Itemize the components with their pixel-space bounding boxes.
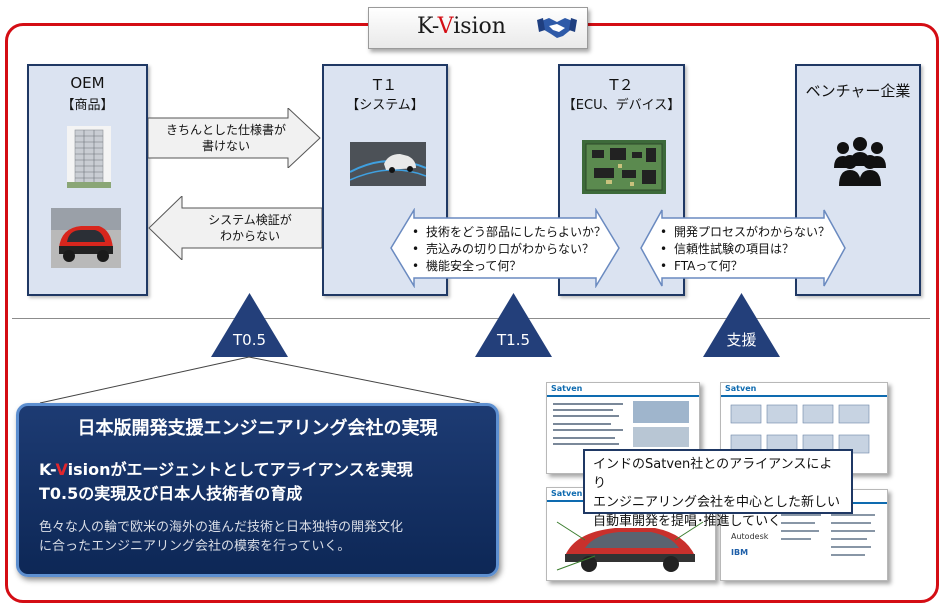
handshake-icon (537, 18, 577, 38)
t15-label: T1.5 (496, 331, 531, 349)
t2-subtitle: 【ECU、デバイス】 (562, 98, 681, 113)
t1-title: T１ (372, 76, 398, 94)
t1-t2-issue-list: 技術をどう部品にしたらよいか？ 売込みの切り口がわからない？ 機能安全って何？ (408, 224, 606, 275)
arrow-oem-to-t1: きちんとした仕様書が 書けない (148, 108, 322, 168)
t1-subtitle: 【システム】 (346, 98, 424, 113)
small-car-photo (51, 208, 121, 268)
t2-venture-issue: 信頼性試験の項目は？ (656, 241, 830, 258)
k-vision-logo: K-Vision (368, 7, 588, 49)
double-arrow-t1-t2: 技術をどう部品にしたらよいか？ 売込みの切り口がわからない？ 機能安全って何？ (390, 208, 620, 288)
panel-line-1: K-Visionがエージェントとしてアライアンスを実現 (39, 460, 413, 479)
oem-column: OEM 【商品】 (27, 64, 148, 296)
verify-label-2: わからない (219, 229, 280, 243)
arrow-t1-to-oem: システム検証が わからない (148, 196, 322, 260)
t05-label: T0.5 (232, 331, 267, 349)
t1-t2-issue: 売込みの切り口がわからない？ (408, 241, 606, 258)
office-building-photo (67, 126, 111, 188)
triangle-t15: T1.5 (475, 293, 552, 357)
t2-venture-issue-list: 開発プロセスがわからない？ 信頼性試験の項目は？ FTAって何？ (656, 224, 830, 275)
t1-t2-issue: 機能安全って何？ (408, 258, 606, 275)
support-label: 支援 (726, 331, 757, 349)
t1-t2-issue: 技術をどう部品にしたらよいか？ (408, 224, 606, 241)
oem-subtitle: 【商品】 (61, 98, 114, 113)
triangle-support: 支援 (703, 293, 780, 357)
venture-column: ベンチャー企業 (795, 64, 921, 296)
double-arrow-t2-venture: 開発プロセスがわからない？ 信頼性試験の項目は？ FTAって何？ (640, 208, 846, 288)
people-group-icon (834, 137, 886, 186)
panel-title: 日本版開発支援エンジニアリング会社の実現 (77, 418, 438, 439)
engineering-company-panel: 日本版開発支援エンジニアリング会社の実現 K-Visionがエージェントとしてア… (16, 403, 499, 577)
panel-line-2: T0.5の実現及び日本人技術者の育成 (39, 484, 303, 503)
ecu-board-photo (582, 140, 666, 194)
t2-title: T２ (609, 76, 634, 94)
t2-venture-issue: FTAって何？ (656, 258, 830, 275)
spec-label-1: きちんとした仕様書が (165, 123, 286, 137)
spec-label-2: 書けない (201, 139, 250, 153)
triangle-t05: T0.5 (211, 293, 288, 357)
slide-partner-ibm: IBM (731, 548, 749, 557)
venture-title: ベンチャー企業 (805, 82, 911, 100)
oem-title: OEM (70, 74, 105, 92)
system-car-photo (350, 142, 426, 186)
verify-label-1: システム検証が (208, 213, 292, 227)
section-divider (12, 318, 930, 319)
panel-description: 色々な人の輪で欧米の海外の進んだ技術と日本独特の開発文化 に合ったエンジニアリン… (39, 520, 404, 554)
slide-partner-autodesk: Autodesk (731, 532, 769, 541)
t2-venture-issue: 開発プロセスがわからない？ (656, 224, 830, 241)
alliance-callout: インドのSatven社とのアライアンスにより エンジニアリング会社を中心とした新… (583, 449, 853, 529)
